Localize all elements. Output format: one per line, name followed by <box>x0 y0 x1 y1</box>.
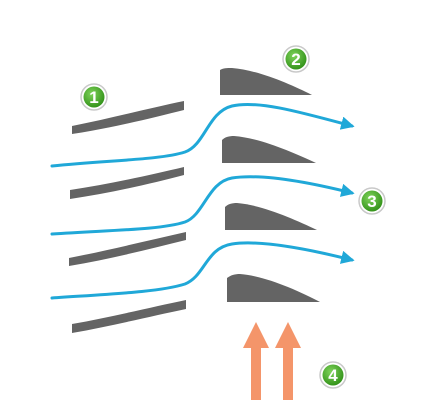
badge-label: 2 <box>291 50 300 69</box>
badge-label: 3 <box>367 192 376 211</box>
left-vane <box>70 167 184 199</box>
airflow-arrows <box>50 102 355 300</box>
arrow-up-icon <box>243 322 269 400</box>
left-vane <box>69 232 186 266</box>
badge-3: 3 <box>358 187 386 215</box>
airflow-arrow-icon <box>50 102 355 168</box>
right-vane <box>222 136 316 163</box>
airflow-arrow-icon <box>50 241 355 300</box>
right-vane-row <box>220 68 320 302</box>
injection-arrows <box>243 322 301 400</box>
left-vane-row <box>69 101 186 333</box>
badge-2: 2 <box>282 45 310 73</box>
arrow-up-icon <box>275 322 301 400</box>
badge-fill <box>285 48 307 70</box>
right-vane <box>220 68 312 95</box>
badge-4: 4 <box>319 361 347 389</box>
right-vane <box>227 274 320 302</box>
airflow-arrow-icon <box>50 175 355 236</box>
badge-label: 4 <box>328 366 338 385</box>
badge-fill <box>361 190 383 212</box>
left-vane <box>72 101 184 134</box>
badge-label: 1 <box>89 88 98 107</box>
badge-fill <box>322 364 344 386</box>
badge-1: 1 <box>80 83 108 111</box>
left-vane <box>72 300 186 333</box>
badge-fill <box>83 86 105 108</box>
right-vane <box>225 203 317 230</box>
